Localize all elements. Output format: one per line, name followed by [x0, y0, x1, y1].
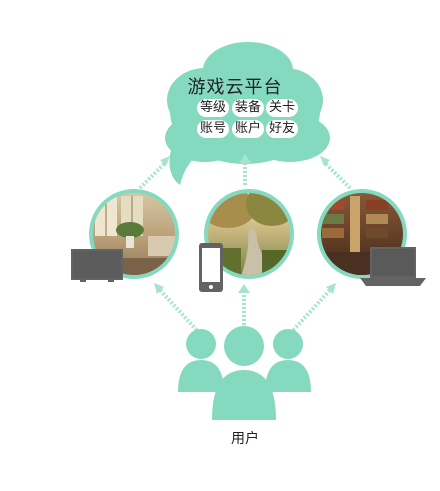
- tag-stage: 关卡: [266, 99, 299, 117]
- tag-account: 账户: [232, 120, 265, 138]
- phone-device: [199, 189, 294, 292]
- tag-equipment: 装备: [232, 99, 265, 117]
- users-icon: [178, 326, 311, 420]
- arrowhead-icon: [239, 154, 251, 163]
- tag-account-id: 账号: [197, 120, 230, 138]
- arrowhead-icon: [238, 284, 250, 293]
- arrowhead-icon: [160, 156, 170, 166]
- device-to-cloud-arrows: [138, 154, 352, 190]
- tag-friends: 好友: [266, 120, 299, 138]
- laptop-device: [317, 189, 426, 286]
- tag-level: 等级: [197, 99, 230, 117]
- cloud-shape: [165, 42, 330, 185]
- arrowhead-icon: [326, 283, 336, 294]
- user-to-device-arrows: [154, 283, 336, 338]
- arrowhead-icon: [320, 156, 330, 166]
- arrowhead-icon: [154, 283, 164, 294]
- cloud-title: 游戏云平台: [187, 77, 283, 98]
- tv-device: [71, 189, 179, 282]
- users-label: 用户: [231, 431, 259, 447]
